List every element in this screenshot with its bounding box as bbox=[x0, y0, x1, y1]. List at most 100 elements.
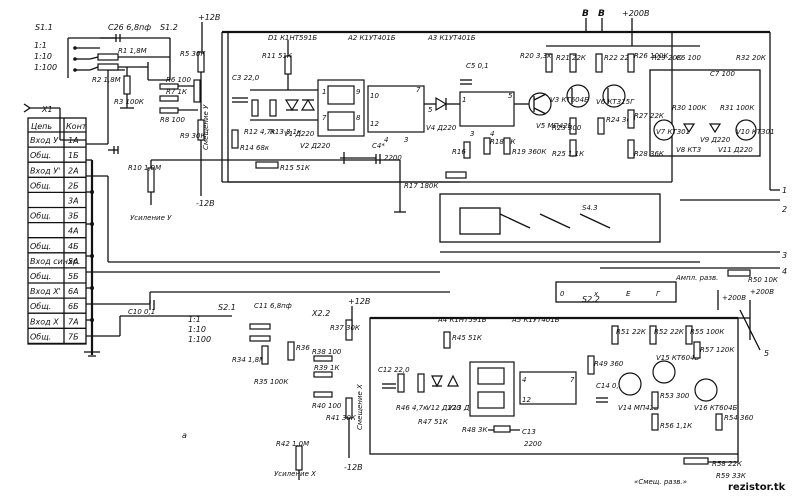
table-cell-pin: 2А bbox=[68, 166, 79, 175]
label-v15: V15 КТ604Б bbox=[656, 354, 700, 362]
table-cell-pin: 6А bbox=[68, 287, 79, 296]
svg-text:4: 4 bbox=[384, 136, 388, 144]
label-r25: R25 1,1К bbox=[552, 150, 585, 158]
label-r55: R55 100К bbox=[690, 328, 725, 336]
label-r13: R13 8,1к bbox=[270, 128, 302, 136]
label-plus200-bottom: +200В bbox=[750, 288, 774, 296]
table-cell-pin: 7А bbox=[68, 317, 79, 326]
label-r26: R26 100К bbox=[634, 52, 669, 60]
label-r49: R49 360 bbox=[594, 360, 624, 368]
label-r14: R14 68к bbox=[240, 144, 270, 152]
label-r5: R5 30К bbox=[180, 50, 206, 58]
label-s1-1: S1.1 bbox=[35, 23, 53, 32]
table-cell-circuit: Общ. bbox=[30, 332, 51, 341]
label-c13-value: 2200 bbox=[524, 440, 542, 448]
label-s2-2: S2.2 bbox=[582, 295, 600, 304]
label-gain-y: Усиление У bbox=[130, 214, 172, 222]
label-bottom-range-1-1: 1:1 bbox=[188, 315, 201, 324]
label-r56: R56 1,1К bbox=[660, 422, 693, 430]
label-v7: V7 КТ301 bbox=[656, 128, 690, 136]
label-c12: C12 22,0 bbox=[378, 366, 410, 374]
label-range-1-100: 1:100 bbox=[34, 63, 57, 72]
table-cell-pin: 4А bbox=[68, 227, 79, 236]
label-r9: R9 30К bbox=[180, 132, 206, 140]
label-out-1: 1 bbox=[782, 186, 787, 195]
label-r11: R11 51К bbox=[262, 52, 293, 60]
label-r22: R22 22К bbox=[604, 54, 635, 62]
label-sw-x: х bbox=[593, 290, 599, 298]
label-r2: R2 1,8М bbox=[92, 76, 121, 84]
svg-text:3: 3 bbox=[470, 130, 474, 138]
label-plus200-top: +200В bbox=[622, 9, 649, 18]
label-v10: V10 КТ301 bbox=[736, 128, 775, 136]
label-minus12-top: -12В bbox=[196, 199, 215, 208]
label-r41: R41 30К bbox=[326, 414, 357, 422]
label-v6: V6 КТ315Г bbox=[596, 98, 635, 106]
label-chip-a4: A4 К1НТ591Б bbox=[437, 316, 487, 324]
label-a: а bbox=[182, 431, 187, 440]
label-out-3: 3 bbox=[782, 251, 787, 260]
label-r21: R21 22К bbox=[556, 54, 587, 62]
label-x2-2: X2.2 bbox=[311, 309, 330, 318]
label-r32: R32 20К bbox=[736, 54, 767, 62]
label-chip-a3: A3 К1УТ401Б bbox=[427, 34, 476, 42]
label-r8: R8 100 bbox=[160, 116, 185, 124]
label-chip-d1: D1 К1НТ591Б bbox=[268, 34, 317, 42]
table-header-contact: Конт bbox=[66, 122, 87, 131]
label-sw-e: Е bbox=[626, 290, 631, 298]
table-cell-circuit: Вход Х bbox=[30, 317, 59, 326]
svg-text:7: 7 bbox=[570, 376, 575, 384]
label-v4: V4 Д220 bbox=[426, 124, 457, 132]
label-plus12-top: +12В bbox=[198, 13, 220, 22]
label-r51: R51 22К bbox=[616, 328, 647, 336]
table-cell-circuit: Вход синхр. bbox=[30, 257, 80, 266]
label-r30: R30 100К bbox=[672, 104, 707, 112]
label-v3: V3 КТ604Б bbox=[550, 96, 589, 104]
table-header-circuit: Цепь bbox=[31, 122, 52, 131]
label-minus12-bottom: -12В bbox=[344, 463, 363, 472]
table-cell-circuit: Общ. bbox=[30, 151, 51, 160]
label-r59: R59 33К bbox=[716, 472, 747, 480]
table-cell-pin: 3А bbox=[68, 197, 79, 206]
label-v8: V8 КТ3 bbox=[676, 146, 701, 154]
label-r52: R52 22К bbox=[654, 328, 685, 336]
svg-text:10: 10 bbox=[370, 92, 379, 100]
svg-text:3: 3 bbox=[404, 136, 408, 144]
label-shift-x: Смещение Х bbox=[356, 384, 364, 430]
label-v12: V12 Д220 bbox=[426, 404, 461, 412]
table-cell-pin: 4Б bbox=[68, 242, 79, 251]
label-c5: C5 0,1 bbox=[466, 62, 489, 70]
label-r46: R46 4,7к bbox=[396, 404, 428, 412]
label-x1: X1 bbox=[41, 105, 53, 114]
table-cell-pin: 5Б bbox=[68, 272, 79, 281]
label-r48: R48 3К bbox=[462, 426, 488, 434]
table-cell-pin: 3Б bbox=[68, 212, 79, 221]
label-s4-3: S4.3 bbox=[582, 204, 598, 212]
svg-text:1: 1 bbox=[462, 96, 466, 104]
label-out-5: 5 bbox=[764, 349, 769, 358]
label-plus200-mid: +200В bbox=[722, 294, 746, 302]
table-cell-circuit: Общ. bbox=[30, 242, 51, 251]
label-r36: R36 bbox=[296, 344, 310, 352]
label-r15: R15 51К bbox=[280, 164, 311, 172]
label-v9: V9 Д220 bbox=[700, 136, 731, 144]
svg-text:1: 1 bbox=[322, 88, 326, 96]
label-c3: C3 22,0 bbox=[232, 74, 260, 82]
svg-text:4: 4 bbox=[522, 376, 526, 384]
label-r17: R17 180К bbox=[404, 182, 439, 190]
label-r37: R37 30К bbox=[330, 324, 361, 332]
table-cell-circuit: Общ. bbox=[30, 181, 51, 190]
label-c11: C11 6,8пф bbox=[254, 302, 292, 310]
table-cell-pin: 5А bbox=[68, 257, 79, 266]
label-r42: R42 1,0М bbox=[276, 440, 309, 448]
table-cell-circuit: Вход Х' bbox=[30, 287, 61, 296]
table-cell-circuit: Общ. bbox=[30, 272, 51, 281]
label-sw-0: 0 bbox=[560, 290, 565, 298]
label-r58: R58 22К bbox=[712, 460, 743, 468]
label-r1: R1 1,8М bbox=[118, 47, 147, 55]
connector-pin-wires bbox=[84, 69, 700, 357]
label-s1-2: S1.2 bbox=[160, 23, 178, 32]
label-sw-g: Г bbox=[656, 290, 661, 298]
table-cell-circuit: Вход У bbox=[30, 136, 59, 145]
